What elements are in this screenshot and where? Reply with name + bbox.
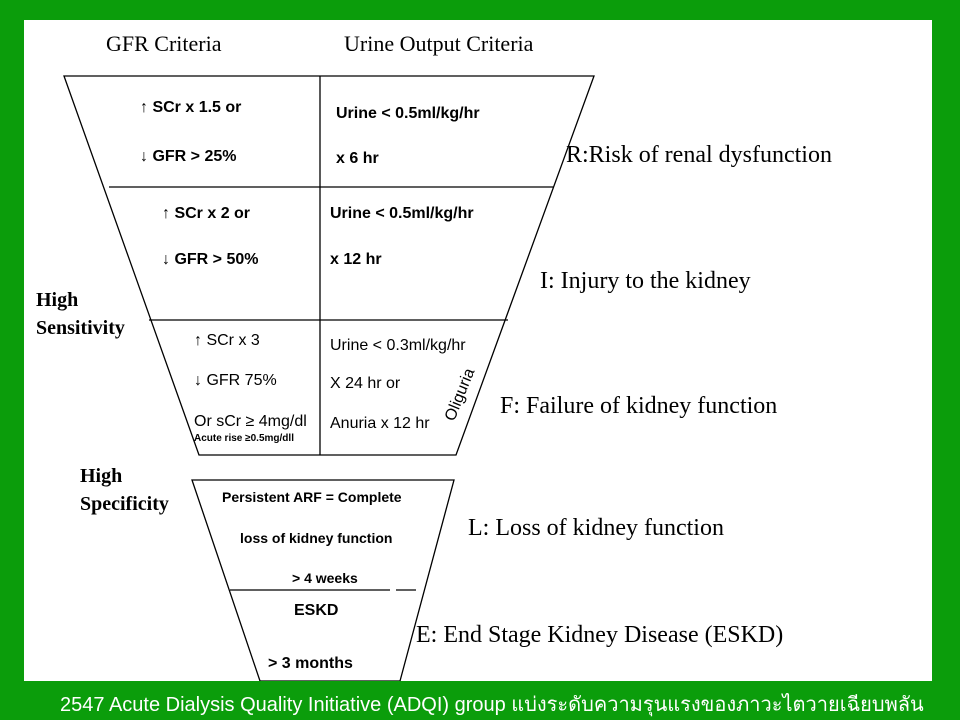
loss-line2: loss of kidney function <box>240 530 392 546</box>
high-specificity-line2: Specificity <box>80 493 169 515</box>
loss-line3: > 4 weeks <box>292 570 358 586</box>
injury-gfr-line1: ↑ SCr x 2 or <box>162 205 250 222</box>
stage-eskd: E: End Stage Kidney Disease (ESKD) <box>416 622 783 648</box>
failure-urine-line3: Anuria x 12 hr <box>330 415 430 432</box>
high-sensitivity-line1: High <box>36 289 78 311</box>
risk-gfr-line1: ↑ SCr x 1.5 or <box>140 99 241 116</box>
injury-urine-line2: x 12 hr <box>330 251 382 268</box>
slide-canvas: GFR Criteria Urine Output Criteria ↑ SCr… <box>24 20 932 681</box>
upper-funnel <box>63 75 595 456</box>
urine-output-header: Urine Output Criteria <box>344 31 534 56</box>
rifle-diagram: GFR Criteria Urine Output Criteria ↑ SCr… <box>36 31 832 681</box>
eskd-line2: > 3 months <box>268 655 353 672</box>
risk-urine-line2: x 6 hr <box>336 150 379 167</box>
footer-caption: 2547 Acute Dialysis Quality Initiative (… <box>60 694 924 716</box>
risk-urine-line1: Urine < 0.5ml/kg/hr <box>336 105 480 122</box>
stage-loss: L: Loss of kidney function <box>468 515 724 541</box>
failure-urine-line1: Urine < 0.3ml/kg/hr <box>330 337 466 354</box>
failure-gfr-line2: ↓ GFR 75% <box>194 372 277 389</box>
eskd-line1: ESKD <box>294 602 338 619</box>
failure-gfr-line4: Acute rise ≥0.5mg/dll <box>194 433 294 444</box>
lower-funnel <box>191 479 455 681</box>
injury-urine-line1: Urine < 0.5ml/kg/hr <box>330 205 474 222</box>
risk-gfr-line2: ↓ GFR > 25% <box>140 148 236 165</box>
high-sensitivity-line2: Sensitivity <box>36 317 125 339</box>
stage-failure: F: Failure of kidney function <box>500 393 777 419</box>
stage-risk: R:Risk of renal dysfunction <box>566 142 832 168</box>
failure-gfr-line3: Or sCr ≥ 4mg/dl <box>194 413 307 430</box>
failure-gfr-line1: ↑ SCr x 3 <box>194 332 260 349</box>
injury-gfr-line2: ↓ GFR > 50% <box>162 251 258 268</box>
stage-injury: I: Injury to the kidney <box>540 268 751 294</box>
loss-line1: Persistent ARF = Complete <box>222 489 402 505</box>
high-specificity-line1: High <box>80 465 122 487</box>
failure-urine-line2: X 24 hr or <box>330 375 401 392</box>
gfr-criteria-header: GFR Criteria <box>106 31 222 56</box>
